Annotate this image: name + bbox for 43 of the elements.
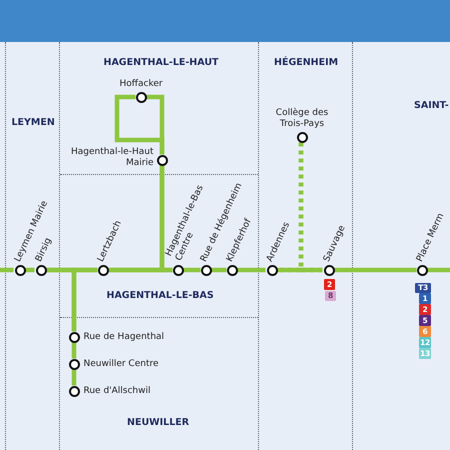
stop-name: Rue de Hagenthal xyxy=(84,332,164,342)
stop-marker-icon xyxy=(296,132,308,142)
town-area xyxy=(5,42,60,450)
route-line xyxy=(238,268,266,272)
route-line xyxy=(72,268,98,332)
stop-marker-icon xyxy=(416,264,428,276)
town-area xyxy=(258,42,353,450)
dotted-route-line xyxy=(298,142,322,272)
town-name: SAINT- xyxy=(414,100,449,112)
route-line xyxy=(334,268,416,272)
town-name: NEUWILLER xyxy=(127,417,190,429)
route-line xyxy=(24,268,34,272)
stop-name: Rue d'Allschwil xyxy=(84,386,150,396)
route-line xyxy=(160,166,172,272)
stop-marker-icon xyxy=(68,332,80,342)
town-name: LEYMEN xyxy=(12,117,55,129)
route-line xyxy=(72,370,76,386)
stop-marker-icon xyxy=(156,154,168,166)
stop-name: Neuwiller Centre xyxy=(84,358,159,370)
route-line xyxy=(72,342,76,358)
stop-marker-icon xyxy=(36,264,46,276)
town-name: HÉGENHEIM xyxy=(274,57,338,69)
route-line xyxy=(428,268,450,272)
stop-marker-icon xyxy=(324,264,334,276)
stop-marker-icon xyxy=(14,264,26,276)
stop-marker-icon xyxy=(136,92,146,102)
route-line xyxy=(114,94,164,154)
route-line xyxy=(276,268,322,272)
town-name: HAGENTHAL-LE-HAUT xyxy=(104,57,219,69)
stop-marker-icon xyxy=(68,386,80,396)
stop-name: Collège des Trois-Pays xyxy=(274,108,330,130)
stop-marker-icon xyxy=(226,264,238,276)
town-name: HAGENTHAL-LE-BAS xyxy=(106,290,214,302)
stop-marker-icon xyxy=(98,264,108,276)
route-line xyxy=(184,268,200,272)
route-line xyxy=(212,268,226,272)
stop-name: Hoffacker xyxy=(120,78,163,90)
stop-name: Hagenthal-le-Haut Mairie xyxy=(70,147,154,169)
stop-marker-icon xyxy=(200,264,212,276)
stop-marker-icon xyxy=(68,358,80,370)
stop-marker-icon xyxy=(172,264,184,276)
stop-marker-icon xyxy=(266,264,278,276)
route-line xyxy=(0,268,14,272)
